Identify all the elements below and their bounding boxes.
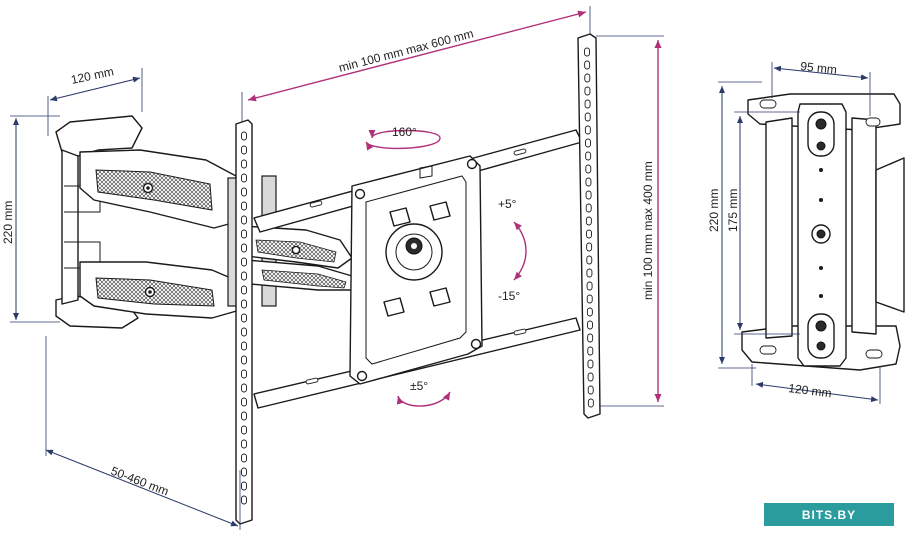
strap-hole xyxy=(585,164,592,174)
label-tilt-down: -15° xyxy=(498,289,520,303)
strap-hole xyxy=(241,299,247,309)
strap-hole xyxy=(241,243,247,253)
label-tilt-up: +5° xyxy=(498,197,517,211)
tv-bracket xyxy=(235,33,601,525)
wall-plate-and-arms xyxy=(55,115,353,329)
rotation-arrows xyxy=(365,129,527,407)
brand-label: BITS.BY xyxy=(801,507,857,522)
strap-hole xyxy=(587,320,593,330)
label-plate-bottom-width: 120 mm xyxy=(788,381,833,400)
strap-hole xyxy=(587,398,594,408)
strap-hole xyxy=(584,86,591,96)
strap-hole xyxy=(584,125,591,135)
strap-hole xyxy=(584,73,591,83)
brand-badge: BITS.BY xyxy=(764,503,894,526)
strap-hole xyxy=(241,369,247,379)
strap-hole xyxy=(241,439,247,449)
strap-hole xyxy=(241,397,247,407)
strap-hole xyxy=(241,467,247,477)
strap-hole xyxy=(241,229,247,239)
strap-hole xyxy=(241,215,247,225)
strap-hole xyxy=(586,281,593,291)
strap-hole xyxy=(241,341,247,351)
strap-hole xyxy=(584,99,591,109)
strap-hole xyxy=(241,313,247,323)
strap-hole xyxy=(584,112,591,122)
back-plate-detail xyxy=(741,93,905,371)
label-plate-inner-height: 175 mm xyxy=(726,189,740,232)
strap-hole xyxy=(241,481,247,491)
strap-hole xyxy=(241,187,247,197)
label-plate-outer-height: 220 mm xyxy=(707,189,721,232)
label-arm-mount-height: 220 mm xyxy=(1,201,15,244)
strap-hole xyxy=(241,383,247,393)
strap-hole xyxy=(585,203,592,213)
label-extension: 50-460 mm xyxy=(109,464,171,499)
strap-hole xyxy=(587,372,594,382)
strap-hole xyxy=(241,327,247,337)
strap-hole xyxy=(584,47,590,57)
strap-hole xyxy=(586,255,593,265)
strap-hole xyxy=(241,453,247,463)
strap-hole xyxy=(586,294,593,304)
strap-hole xyxy=(241,131,247,141)
strap-hole xyxy=(241,173,247,183)
dimension-lines xyxy=(10,6,881,530)
strap-hole xyxy=(586,242,593,252)
label-swivel: 160° xyxy=(392,125,417,139)
strap-hole xyxy=(241,355,247,365)
strap-hole xyxy=(585,190,592,200)
strap-hole xyxy=(241,201,247,211)
label-arm-mount-width: 120 mm xyxy=(70,64,115,87)
strap-hole xyxy=(587,333,594,343)
strap-hole xyxy=(241,495,247,505)
strap-hole xyxy=(587,346,594,356)
strap-hole xyxy=(584,60,591,70)
strap-hole xyxy=(587,385,594,395)
strap-hole xyxy=(241,271,247,281)
strap-hole xyxy=(241,145,247,155)
strap-hole xyxy=(241,411,247,421)
rail-slots xyxy=(305,148,527,385)
strap-hole xyxy=(241,159,247,169)
strap-hole xyxy=(586,307,593,317)
strap-hole xyxy=(585,138,591,148)
strap-hole xyxy=(586,229,592,239)
strap-hole xyxy=(585,151,592,161)
strap-hole xyxy=(241,257,247,267)
strap-hole xyxy=(241,285,247,295)
strap-hole xyxy=(585,177,592,187)
label-level: ±5° xyxy=(410,379,428,393)
label-plate-top-width: 95 mm xyxy=(800,59,838,77)
strap-holes-left xyxy=(241,131,247,505)
strap-hole xyxy=(241,425,247,435)
strap-hole xyxy=(585,216,592,226)
label-vesa-horizontal: min 100 mm max 600 mm xyxy=(337,26,475,75)
strap-hole xyxy=(587,359,594,369)
label-vesa-vertical: min 100 mm max 400 mm xyxy=(641,161,655,300)
strap-hole xyxy=(586,268,593,278)
